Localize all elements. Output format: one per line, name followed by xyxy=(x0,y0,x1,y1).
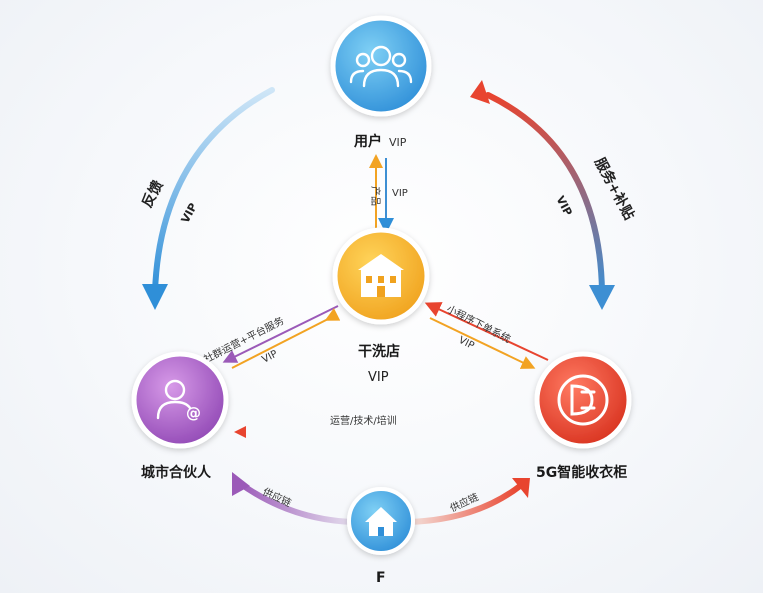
partner-vip-arrow xyxy=(231,308,341,369)
cabinet-label: 5G智能收衣柜 xyxy=(536,464,627,481)
product-label: 产品 xyxy=(369,186,382,206)
city-partner-node: @ xyxy=(131,351,229,449)
mini-program-label: 小程序下单系统 xyxy=(445,302,513,345)
home-icon xyxy=(365,507,397,536)
service-vip-label: VIP xyxy=(553,194,574,218)
user-group-icon xyxy=(349,45,413,88)
dry-cleaner-label: 干洗店 xyxy=(358,343,400,360)
at-symbol-icon: @ xyxy=(186,404,201,422)
supply-left-arrow xyxy=(232,472,357,525)
cabinet-node xyxy=(534,351,632,449)
shop-icon xyxy=(358,254,404,297)
ops-training-arrow xyxy=(234,426,534,438)
user-vip-label: VIP xyxy=(389,136,407,149)
brand-logo-icon xyxy=(557,374,609,426)
factory-label: F xyxy=(376,570,386,586)
cabinet-vip-arrow xyxy=(429,317,536,369)
service-subsidy-arrow xyxy=(470,80,615,310)
mini-program-arrow xyxy=(424,302,549,361)
feedback-vip-label: VIP xyxy=(179,201,200,225)
user-label: 用户 xyxy=(354,133,382,150)
dry-cleaner-node xyxy=(332,227,430,325)
ops-training-label: 运营/技术/培训 xyxy=(330,414,397,427)
factory-node xyxy=(347,487,415,555)
partner-at-icon xyxy=(156,379,192,420)
feedback-label: 反馈 xyxy=(138,178,166,211)
product-vip-label: VIP xyxy=(392,188,408,199)
supply-right-arrow xyxy=(405,478,530,525)
dry-cleaner-vip-label: VIP xyxy=(368,370,389,385)
city-partner-label: 城市合伙人 xyxy=(141,464,212,481)
user-node xyxy=(330,15,432,117)
feedback-arrow xyxy=(142,87,275,310)
service-subsidy-label: 服务+补贴 xyxy=(591,155,638,223)
community-ops-arrow xyxy=(222,305,339,363)
mini-vip-label: VIP xyxy=(457,335,476,352)
